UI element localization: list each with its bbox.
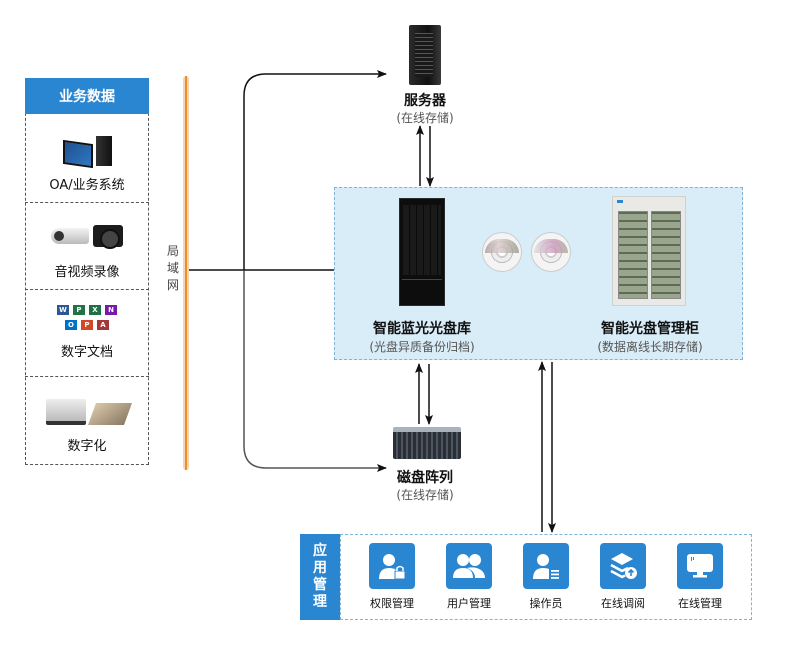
access-icon: A — [97, 320, 109, 330]
server-title: 服务器 — [404, 93, 446, 109]
app-item-label: 在线调阅 — [601, 597, 645, 610]
monitor-icon — [677, 543, 723, 589]
business-item-label: 数字文档 — [60, 345, 113, 360]
lan-label: 局 域 网 — [166, 244, 179, 292]
app-item-label: 用户管理 — [447, 597, 491, 610]
disc-cabinet-subtitle: (数据离线长期存储) — [597, 340, 703, 354]
user-lock-icon — [369, 543, 415, 589]
disc-icon — [482, 232, 522, 272]
onenote-icon: N — [105, 305, 117, 315]
users-icon — [446, 543, 492, 589]
powerpoint-icon: P — [81, 320, 93, 330]
disk-array-icon — [393, 427, 461, 459]
layers-upload-icon — [600, 543, 646, 589]
business-item-label: OA/业务系统 — [49, 178, 125, 193]
bluray-library-subtitle: (光盘异质备份归档) — [369, 340, 475, 354]
computer-icon — [62, 126, 112, 169]
app-management-panel — [340, 534, 752, 620]
app-item-label: 权限管理 — [370, 597, 414, 610]
operator-icon — [523, 543, 569, 589]
app-item-label: 操作员 — [529, 597, 563, 610]
server-subtitle: (在线存储) — [396, 111, 454, 125]
excel-icon: X — [89, 305, 101, 315]
business-item-oa: OA/业务系统 — [25, 114, 149, 203]
app-item-label: 在线管理 — [678, 597, 722, 610]
office-documents-icon: W P X N O P A — [55, 304, 119, 331]
business-item-av: 音视频录像 — [25, 203, 149, 290]
word-icon: W — [57, 305, 69, 315]
app-item-operator[interactable]: 操作员 — [514, 543, 578, 611]
disk-array-title: 磁盘阵列 — [397, 470, 453, 486]
disk-array-subtitle: (在线存储) — [396, 488, 454, 502]
outlook-icon: O — [65, 320, 77, 330]
disc-cabinet-icon — [612, 196, 686, 306]
business-data-title: 业务数据 — [25, 78, 149, 114]
business-item-digitization: 数字化 — [25, 377, 149, 465]
bluray-library-icon — [399, 198, 445, 306]
app-item-users[interactable]: 用户管理 — [437, 543, 501, 611]
server-icon — [409, 25, 441, 85]
app-item-online-management[interactable]: 在线管理 — [668, 543, 732, 611]
app-item-online-access[interactable]: 在线调阅 — [591, 543, 655, 611]
camera-icon — [51, 223, 123, 249]
app-item-permissions[interactable]: 权限管理 — [360, 543, 424, 611]
disc-cabinet-title: 智能光盘管理柜 — [601, 321, 699, 337]
project-icon: P — [73, 305, 85, 315]
app-management-title: 应 用 管 理 — [300, 534, 340, 620]
bluray-library-title: 智能蓝光光盘库 — [373, 321, 471, 337]
disc-icon — [531, 232, 571, 272]
business-item-label: 音视频录像 — [54, 265, 120, 280]
business-item-docs: W P X N O P A 数字文档 — [25, 290, 149, 377]
printer-scanner-icon — [46, 389, 133, 425]
business-item-label: 数字化 — [67, 439, 107, 454]
lan-bar — [183, 76, 189, 470]
